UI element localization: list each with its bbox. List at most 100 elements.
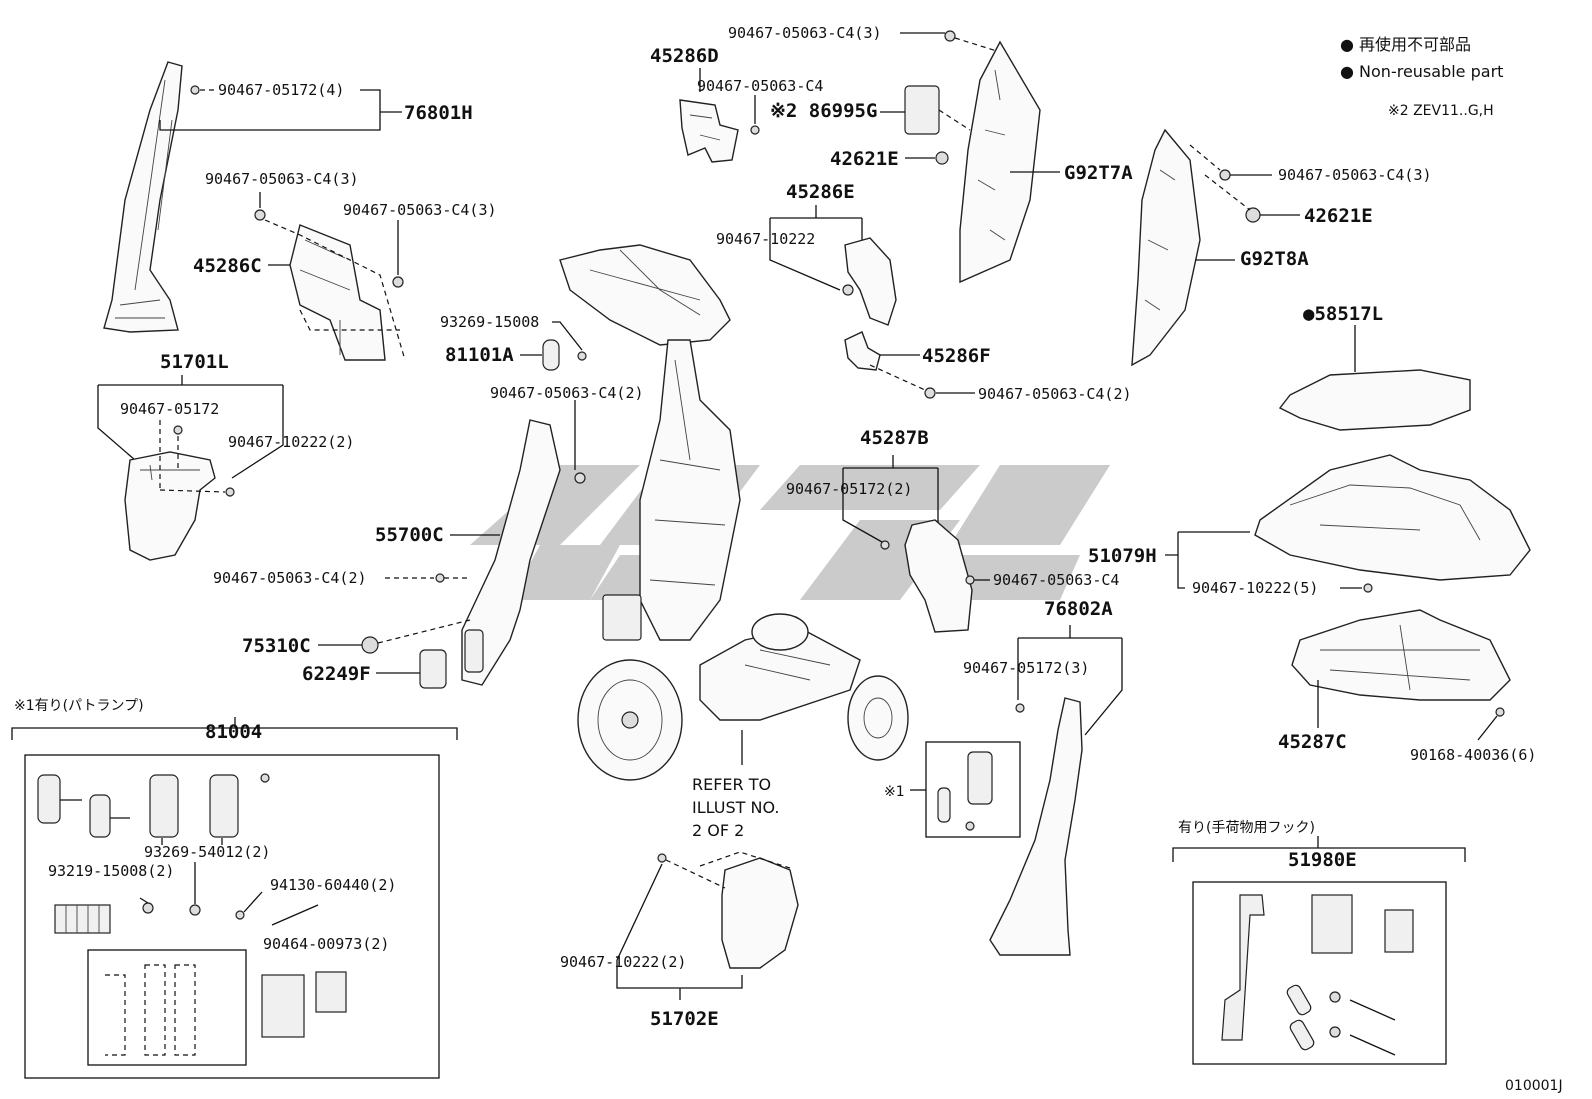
bolt-icon [1495,707,1505,717]
label-90467-05172: 90467-05172 [120,400,219,418]
clip-icon [924,387,936,399]
bracket-45286f [844,331,881,371]
refer-line-2: ILLUST NO. [692,798,779,817]
label-90168-40036-6: 90168-40036(6) [1410,746,1536,764]
clip-icon [173,425,183,435]
clip-icon [944,30,956,42]
label-58517l: ●58517L [1303,303,1383,325]
scooter-body [559,244,909,781]
fender-51701l [124,451,216,561]
label-90467-05172-2: 90467-05172(2) [786,480,912,498]
hook-note: 有り(手荷物用フック) [1178,820,1315,836]
label-45286c: 45286C [193,255,262,277]
label-g92t8a: G92T8A [1240,248,1309,270]
mark-1: ※1 [884,784,905,800]
clip-icon [435,573,445,583]
grommet-42621e [935,151,949,165]
clip-icon [225,487,235,497]
label-g92t7a: G92T7A [1064,162,1133,184]
panel-g92t7a [959,40,1041,284]
label-90467-05063-c4-3-a: 90467-05063-C4(3) [205,170,359,188]
drawing-code: 010001J [1505,1078,1563,1094]
label-45286f: 45286F [922,345,991,367]
hook-kit-parts [1221,894,1414,1056]
legend-line-2: ● Non-reusable part [1340,62,1503,81]
clip-icon [577,351,587,361]
clip-icon [842,284,854,296]
label-76801h: 76801H [404,102,473,124]
clip-icon [1219,169,1231,181]
fastener-90467-05172 [190,85,200,95]
panel-g92t8a [1131,128,1201,367]
clip-icon [574,472,586,484]
label-51079h: 51079H [1088,545,1157,567]
hook-kit-box [1192,881,1447,1065]
label-94130-60440: 94130-60440(2) [270,876,396,894]
label-90467-05063-c4-3-c: 90467-05063-C4(3) [1278,166,1432,184]
clip-icon [657,853,667,863]
reflector-81101a [542,339,560,371]
clip-icon [965,575,975,585]
label-90467-05063-c4-2-b: 90467-05063-C4(2) [978,385,1132,403]
label-42621e-a: 42621E [830,148,899,170]
legend-line-1: ● 再使用不可部品 [1340,35,1471,54]
clip-icon [392,276,404,288]
cover-55700c [461,419,561,686]
clip-icon [1015,703,1025,713]
undercover-45287c [1291,609,1511,701]
label-90467-10222-5: 90467-10222(5) [1192,579,1318,597]
kit-81004-box [24,754,440,1079]
label-45287c: 45287C [1278,731,1347,753]
label-90467-10222: 90467-10222 [716,230,815,248]
label-90464-00973: 90464-00973(2) [263,935,389,953]
label-90467-05063-c4-b: 90467-05063-C4 [993,571,1119,589]
legend-note-2: ※2 ZEV11..G,H [1388,103,1494,119]
cover-51079h [1254,454,1531,581]
label-45287b: 45287B [860,427,929,449]
cap-62249f [419,649,447,689]
pillar-76802a [989,697,1083,956]
label-93219-15008: 93219-15008(2) [48,862,174,880]
label-76802a: 76802A [1044,598,1113,620]
label-62249f: 62249F [302,663,371,685]
kit-81004-parts [37,773,347,1066]
label-75310c: 75310C [242,635,311,657]
label-86995g: ※2 86995G [770,100,877,122]
label-55700c: 55700C [375,524,444,546]
cover-45286c [289,224,386,361]
label-81101a: 81101A [445,344,514,366]
grommet-42621e [1245,207,1261,223]
clip-icon [880,540,890,550]
clip-icon [750,125,760,135]
label-90467-05063-c4-2-c: 90467-05063-C4(2) [213,569,367,587]
label-90467-05063-c4-2-a: 90467-05063-C4(2) [490,384,644,402]
bracket-45287b [904,519,973,633]
label-45286e: 45286E [786,181,855,203]
label-81004: 81004 [205,721,262,743]
label-90467-05063-c4-top: 90467-05063-C4(3) [728,24,882,42]
label-90467-05063-c4-3-b: 90467-05063-C4(3) [343,201,497,219]
fender-51702e [721,857,799,969]
bracket-45286d [679,99,739,163]
clip-icon [1363,583,1373,593]
kit-note: ※1有り(パトランプ) [14,698,144,714]
refer-line-3: 2 OF 2 [692,821,744,840]
label-90467-05172-3: 90467-05172(3) [963,659,1089,677]
label-93269-54012: 93269-54012(2) [144,843,270,861]
label-51702e: 51702E [650,1008,719,1030]
label-90467-10222-2-b: 90467-10222(2) [560,953,686,971]
label-90467-05172-4: 90467-05172(4) [218,81,344,99]
cover-45286e [844,237,897,326]
label-90467-05063-c4-single: 90467-05063-C4 [697,77,823,95]
label-45286d: 45286D [650,45,719,67]
mat-58517l [1278,369,1471,431]
grommet-75310c [361,636,379,654]
clip-icon [254,209,266,221]
label-42621e-b: 42621E [1304,205,1373,227]
label-51701l: 51701L [160,351,229,373]
label-90467-10222-2-a: 90467-10222(2) [228,433,354,451]
part-86995g [904,85,940,135]
label-93269-15008: 93269-15008 [440,313,539,331]
label-51980e: 51980E [1288,849,1357,871]
